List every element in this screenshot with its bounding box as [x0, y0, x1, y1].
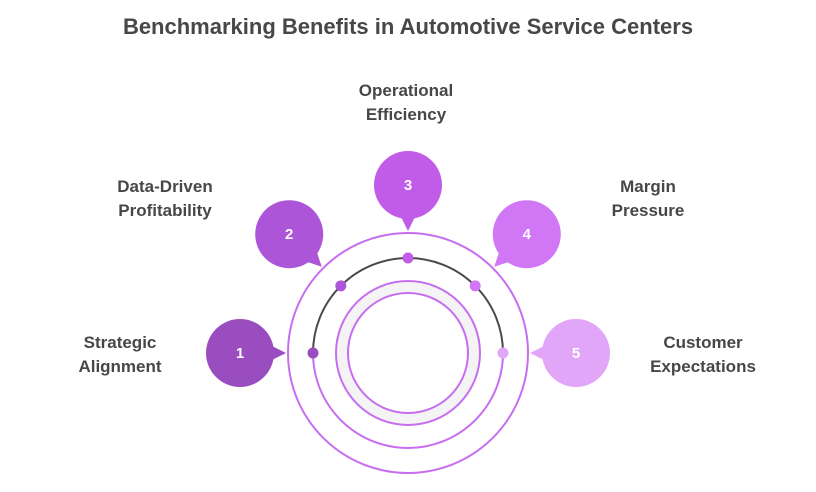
step-number-5: 5 — [572, 345, 580, 362]
label-operational-efficiency: Operational Efficiency — [358, 81, 454, 124]
step-bubble-1: 1 — [206, 319, 286, 387]
step-dot-2 — [335, 280, 347, 292]
outer-ring — [287, 232, 529, 474]
step-number-2: 2 — [285, 226, 293, 243]
step-bubble-2: 2 — [255, 200, 324, 269]
step-number-4: 4 — [523, 226, 532, 243]
bubble-circle-2 — [255, 200, 324, 269]
step-dot-3 — [402, 252, 414, 264]
label-strategic-alignment: Strategic Alignment — [78, 333, 162, 376]
inner-ring-outer — [335, 280, 481, 426]
step-number-1: 1 — [236, 345, 244, 362]
step-dot-1 — [307, 347, 319, 359]
step-bubble-3: 3 — [374, 151, 442, 231]
bubble-circle-1 — [206, 319, 274, 387]
middle-ring-lower — [312, 352, 504, 449]
bubble-circle-4 — [492, 200, 561, 269]
step-bubble-5: 5 — [530, 319, 610, 387]
step-number-3: 3 — [404, 177, 412, 194]
step-dot-4 — [469, 280, 481, 292]
label-data-driven-profitability: Data-Driven Profitability — [117, 177, 213, 220]
label-margin-pressure: Margin Pressure — [611, 177, 685, 220]
step-bubble-4: 4 — [492, 200, 561, 269]
label-customer-expectations: Customer Expectations — [650, 333, 756, 376]
inner-band — [336, 281, 480, 425]
bubble-circle-5 — [542, 319, 610, 387]
step-dot-5 — [497, 347, 509, 359]
diagram-title: Benchmarking Benefits in Automotive Serv… — [122, 14, 694, 39]
bubble-circle-3 — [374, 151, 442, 219]
inner-ring-inner — [347, 292, 469, 414]
